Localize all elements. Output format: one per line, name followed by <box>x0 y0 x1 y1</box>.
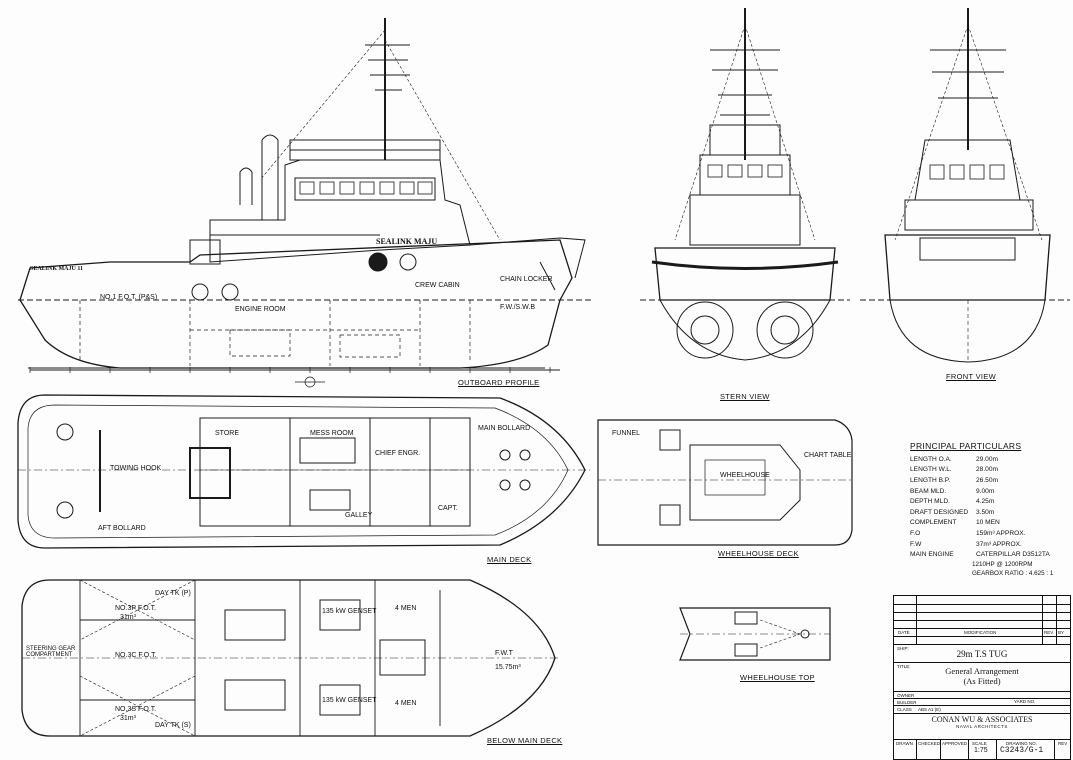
gearbox-ratio: GEARBOX RATIO : 4.625 : 1 <box>972 569 1054 577</box>
title-below-main-deck: BELOW MAIN DECK <box>487 736 563 745</box>
men-4b-label: 4 MEN <box>395 700 417 707</box>
title-front-view: FRONT VIEW <box>946 372 996 381</box>
particular-row: LENGTH B.P.26.50m <box>910 476 998 484</box>
by-header: BY <box>1058 630 1065 635</box>
fwt-label: F.W.T <box>495 650 513 657</box>
crew-cabin-label: CREW CABIN <box>415 282 460 289</box>
fw-label: F.W./S.W.B <box>500 304 536 311</box>
ship-name: 29m T.S TUG <box>956 649 1008 659</box>
fot-s-vol: 31m³ <box>120 715 136 722</box>
rev2-header: REV <box>1058 741 1068 746</box>
rev-header: REV <box>1044 630 1054 635</box>
particular-row: LENGTH O.A.29.00m <box>910 455 998 463</box>
below-main-deck-plan <box>21 579 560 737</box>
firm-subtitle: NAVAL ARCHITECTS <box>956 724 1008 729</box>
drawing-title-line1: General Arrangement <box>945 666 1019 676</box>
day-tk-p-label: DAY TK (P) <box>155 590 191 597</box>
yard-no-header: YARD NO. <box>1014 699 1036 704</box>
particular-row: LENGTH W.L.28.00m <box>910 466 998 474</box>
capt-label: CAPT. <box>438 505 458 512</box>
chief-engr-label: CHIEF ENGR. <box>375 450 421 457</box>
drawing-number: C3243/G-1 <box>1000 746 1044 755</box>
mess-room-label: MESS ROOM <box>310 430 354 437</box>
hull-name-stern-label: SEALINK MAJU 11 <box>30 266 84 272</box>
title-header: TITLE: <box>897 664 911 669</box>
engine-power: 1210HP @ 1200RPM <box>972 560 1033 568</box>
chain-locker-label: CHAIN LOCKER <box>500 276 553 283</box>
title-main-deck: MAIN DECK <box>487 555 532 564</box>
towing-hook-label: TOWING HOOK <box>110 465 162 472</box>
scale-header: SCALE <box>972 741 987 746</box>
firm-name: CONAN WU & ASSOCIATES <box>931 715 1033 724</box>
drawn-header: DRAWN <box>896 741 913 746</box>
ship-header: SHIP: <box>897 646 909 651</box>
men-4a-label: 4 MEN <box>395 605 417 612</box>
fot-s-label: NO.3S F.O.T. <box>115 706 157 713</box>
front-view-drawing <box>860 8 1070 363</box>
fot-c-label: NO.3C F.O.T. <box>115 652 157 659</box>
owner-header: OWNER <box>897 693 915 698</box>
title-block: DATE MODIFICATION REV BY SHIP: 29m T.S T… <box>893 595 1071 760</box>
modification-header: MODIFICATION <box>964 630 997 635</box>
wheelhouse-label: WHEELHOUSE <box>720 472 770 479</box>
class-header: CLASS <box>897 707 912 712</box>
date-header: DATE <box>898 630 910 635</box>
title-wheelhouse-top: WHEELHOUSE TOP <box>740 673 815 682</box>
genset-1-label: 135 kW GENSET <box>322 608 377 615</box>
principal-particulars: PRINCIPAL PARTICULARS LENGTH O.A.29.00m … <box>910 441 1070 578</box>
class-value: ABS A1 (E) <box>918 707 941 712</box>
day-tk-s-label: DAY TK (S) <box>155 722 191 729</box>
approved-header: APPROVED <box>942 741 968 746</box>
steering-label: STEERING GEAR COMPARTMENT <box>26 646 76 658</box>
drawing-title-line2: (As Fitted) <box>963 676 1001 686</box>
particulars-heading: PRINCIPAL PARTICULARS <box>910 441 1022 451</box>
store-label: STORE <box>215 430 239 437</box>
stern-view-drawing <box>640 8 850 361</box>
drawing-no-header: DRAWING NO. <box>1006 741 1037 746</box>
hull-name-label: SEALINK MAJU <box>376 237 438 246</box>
particular-row: BEAM MLD.9.00m <box>910 487 995 495</box>
outboard-profile-drawing <box>18 18 592 373</box>
wheelhouse-top-plan <box>679 607 831 661</box>
galley-label: GALLEY <box>345 512 373 519</box>
title-stern-view: STERN VIEW <box>720 392 770 401</box>
fot-p-vol: 31m³ <box>120 614 136 621</box>
fot-p-label: NO.3P F.O.T. <box>115 605 157 612</box>
fot-label: NO.1 F.O.T. (P&S) <box>100 294 158 301</box>
wheelhouse-deck-plan <box>597 419 853 546</box>
chart-table-label: CHART TABLE <box>804 452 852 459</box>
genset-2-label: 135 kW GENSET <box>322 697 377 704</box>
fw-vol-label: 15.75m³ <box>495 664 521 671</box>
checked-header: CHECKED <box>918 741 941 746</box>
builder-header: BUILDER <box>897 700 917 705</box>
title-outboard-profile: OUTBOARD PROFILE <box>458 378 540 387</box>
particular-row: DEPTH MLD.4.25m <box>910 498 995 506</box>
main-bollard-label: MAIN BOLLARD <box>478 425 531 432</box>
scale-value: 1:75 <box>974 747 988 754</box>
main-deck-plan <box>17 394 590 549</box>
aft-bollard-label: AFT BOLLARD <box>98 525 146 532</box>
title-wheelhouse-deck: WHEELHOUSE DECK <box>718 549 799 558</box>
engine-room-label: ENGINE ROOM <box>235 306 286 313</box>
drawing-title: General Arrangement (As Fitted) <box>894 666 1070 686</box>
funnel-label: FUNNEL <box>612 430 641 437</box>
